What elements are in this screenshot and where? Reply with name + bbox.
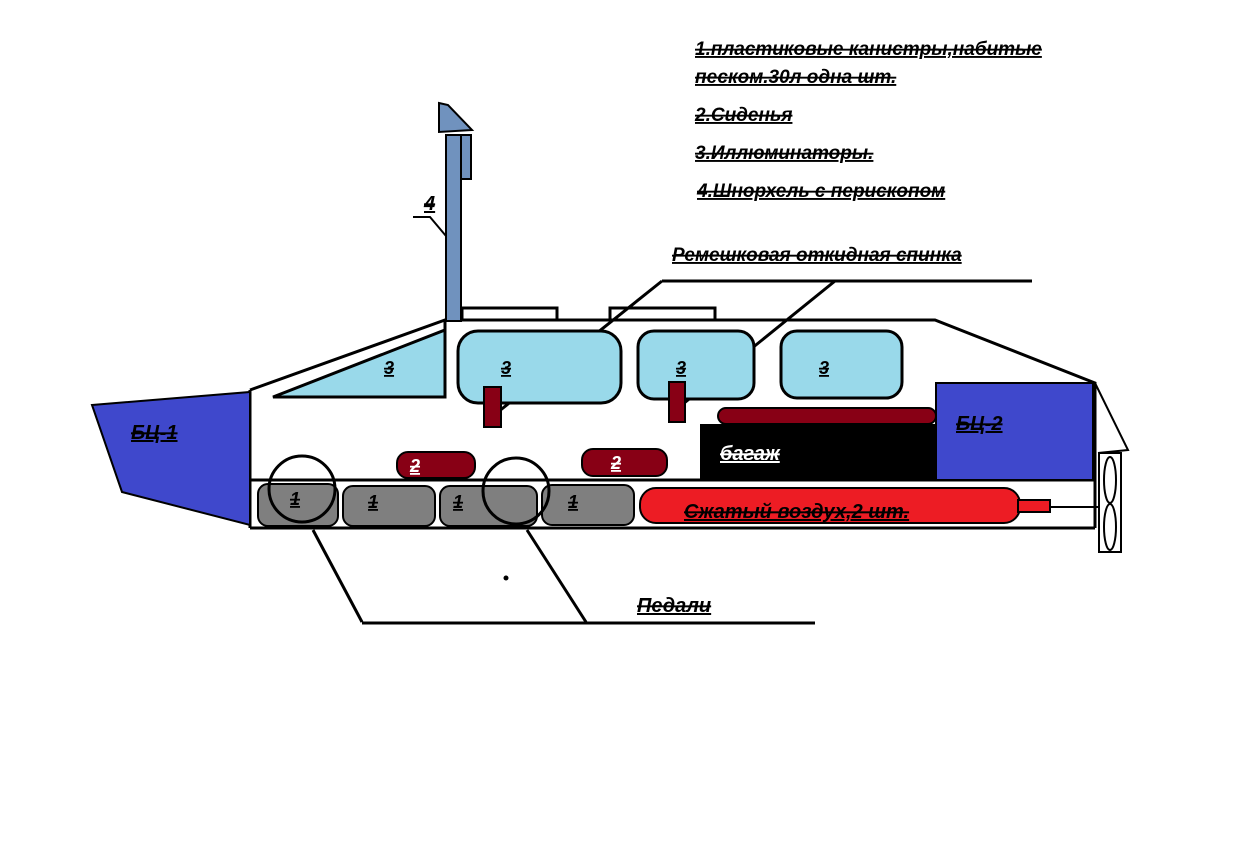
seat-2-number: 2 <box>610 453 621 473</box>
window-front <box>272 327 447 399</box>
pedals-label: Педали <box>637 595 711 617</box>
legend-item-3: 3.Иллюминаторы. <box>695 143 873 164</box>
seat-1-number: 2 <box>409 456 420 476</box>
window-1 <box>456 329 623 405</box>
seat-2 <box>581 448 668 477</box>
ballast-tank-front <box>90 390 251 527</box>
ballast-tank-rear-label: БЦ-2 <box>956 413 1003 435</box>
canister-1-number: 1 <box>290 489 300 509</box>
backrest-strap-2 <box>668 381 686 423</box>
pedal-leader-1 <box>311 529 364 623</box>
backrest-label: Ремешковая откидная спинка <box>672 245 962 266</box>
pedal-leader-2 <box>525 529 588 623</box>
canister-2-number: 1 <box>368 492 378 512</box>
canister-1 <box>257 483 339 527</box>
snorkel-periscope <box>438 101 475 322</box>
windows <box>272 327 904 405</box>
ballast-tank-rear <box>935 382 1094 481</box>
stray-dot <box>503 575 509 581</box>
canister-3-number: 1 <box>453 492 463 512</box>
canisters <box>257 483 635 527</box>
canister-4 <box>541 484 635 526</box>
luggage-compartment <box>700 424 938 480</box>
seat-1 <box>396 451 476 479</box>
canister-2 <box>342 485 436 527</box>
ballast-tank-front-label: БЦ-1 <box>131 422 178 444</box>
snorkel-number: 4 <box>423 193 435 215</box>
pedal-1 <box>267 454 337 524</box>
canister-3 <box>439 485 538 527</box>
window-1-number: 3 <box>501 358 511 378</box>
window-2-number: 3 <box>676 358 686 378</box>
window-3-number: 3 <box>819 358 829 378</box>
backrest-strap-1 <box>483 386 502 428</box>
air-cylinder-valve <box>1017 499 1051 513</box>
luggage-label: багаж <box>720 443 781 465</box>
window-2 <box>636 329 756 401</box>
propeller <box>1050 382 1130 553</box>
pedal-2 <box>481 456 551 526</box>
air-cylinder-label: Сжатый воздух,2 шт. <box>684 501 909 523</box>
snorkel-leader <box>413 216 447 237</box>
window-3 <box>779 329 904 400</box>
legend-item-2: 2.Сиденья <box>694 105 792 126</box>
window-front-number: 3 <box>384 358 394 378</box>
legend-item-4: 4.Шнорхель с перископом <box>696 181 945 202</box>
canister-4-number: 1 <box>568 492 578 512</box>
legend-item-1-line-2: песком.30л одна шт. <box>695 67 896 88</box>
luggage-top-roll <box>717 407 937 425</box>
legend-item-1-line-1: 1.пластиковые канистры,набитые <box>695 39 1042 60</box>
